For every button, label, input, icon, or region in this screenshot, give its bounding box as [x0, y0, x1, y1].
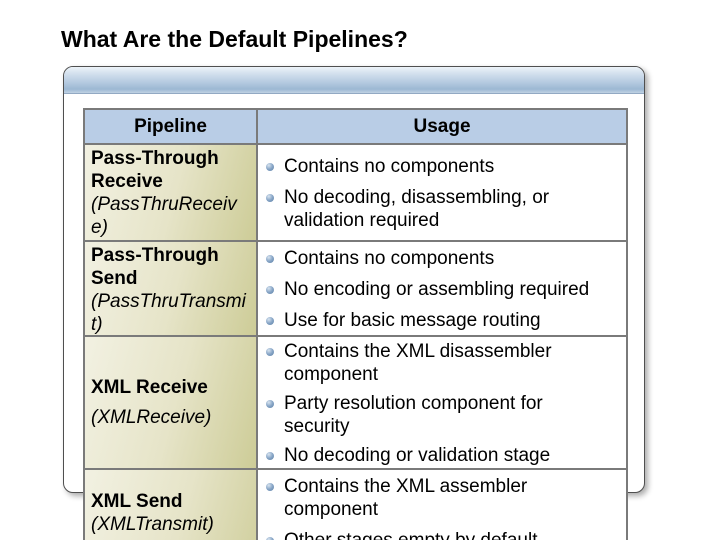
- usage-bullet-item: Use for basic message routing: [266, 309, 622, 332]
- pipeline-name: Pass-Through Send: [91, 245, 219, 289]
- pipeline-name: XML Receive: [91, 377, 208, 398]
- usage-cell: Contains the XML disassembler component …: [258, 337, 626, 468]
- usage-bullet-item: Contains the XML assembler component: [266, 475, 622, 521]
- usage-bullet-text: No decoding, disassembling, or validatio…: [284, 187, 550, 231]
- sphere-bullet-icon: [266, 317, 274, 325]
- pipeline-name-cell: XML Send (XMLTransmit): [85, 470, 256, 540]
- column-header-pipeline: Pipeline: [85, 110, 256, 143]
- usage-bullet-list: Contains the XML disassembler component …: [266, 340, 622, 467]
- pipeline-name-cell: Pass-Through Receive (PassThruReceive): [85, 145, 256, 240]
- pipeline-code-name: (PassThruReceive): [91, 194, 237, 238]
- usage-cell: Contains no components No decoding, disa…: [258, 145, 626, 240]
- pipeline-name: XML Send: [91, 491, 183, 512]
- usage-bullet-text: Other stages empty by default: [284, 529, 537, 540]
- usage-bullet-text: Contains no components: [284, 156, 495, 177]
- pipeline-name-cell: Pass-Through Send (PassThruTransmit): [85, 242, 256, 335]
- usage-bullet-item: Contains the XML disassembler component: [266, 340, 622, 386]
- usage-bullet-text: Contains the XML assembler component: [284, 476, 528, 520]
- pipelines-table: Pipeline Usage Pass-Through Receive (Pas…: [83, 108, 628, 540]
- usage-bullet-list: Contains the XML assembler component Oth…: [266, 475, 622, 540]
- usage-bullet-item: Contains no components: [266, 247, 622, 270]
- pipeline-name-cell: XML Receive (XMLReceive): [85, 337, 256, 468]
- usage-bullet-text: Contains the XML disassembler component: [284, 341, 552, 385]
- usage-bullet-text: No encoding or assembling required: [284, 279, 590, 300]
- sphere-bullet-icon: [266, 483, 274, 491]
- usage-bullet-text: Use for basic message routing: [284, 310, 541, 331]
- usage-bullet-list: Contains no components No decoding, disa…: [266, 155, 622, 232]
- pipeline-code-name: (XMLReceive): [91, 407, 212, 428]
- sphere-bullet-icon: [266, 400, 274, 408]
- sphere-bullet-icon: [266, 255, 274, 263]
- slide-title: What Are the Default Pipelines?: [61, 26, 408, 52]
- pipeline-name: Pass-Through Receive: [91, 148, 219, 192]
- usage-bullet-item: No decoding, disassembling, or validatio…: [266, 186, 622, 232]
- sphere-bullet-icon: [266, 286, 274, 294]
- usage-bullet-text: Contains no components: [284, 248, 495, 269]
- usage-bullet-item: Party resolution component for security: [266, 392, 622, 438]
- column-header-usage: Usage: [258, 110, 626, 143]
- usage-bullet-item: No decoding or validation stage: [266, 444, 622, 467]
- usage-cell: Contains the XML assembler component Oth…: [258, 470, 626, 540]
- sphere-bullet-icon: [266, 452, 274, 460]
- sphere-bullet-icon: [266, 348, 274, 356]
- usage-bullet-item: Contains no components: [266, 155, 622, 178]
- usage-bullet-item: Other stages empty by default: [266, 529, 622, 540]
- usage-cell: Contains no components No encoding or as…: [258, 242, 626, 335]
- pipeline-code-name: (PassThruTransmit): [91, 291, 246, 335]
- usage-bullet-text: No decoding or validation stage: [284, 445, 551, 466]
- usage-bullet-list: Contains no components No encoding or as…: [266, 247, 622, 332]
- sphere-bullet-icon: [266, 194, 274, 202]
- sphere-bullet-icon: [266, 163, 274, 171]
- usage-bullet-item: No encoding or assembling required: [266, 278, 622, 301]
- sphere-bullet-icon: [266, 537, 274, 540]
- usage-bullet-text: Party resolution component for security: [284, 393, 543, 437]
- panel-title-bar: [64, 67, 644, 94]
- pipeline-code-name: (XMLTransmit): [91, 514, 214, 535]
